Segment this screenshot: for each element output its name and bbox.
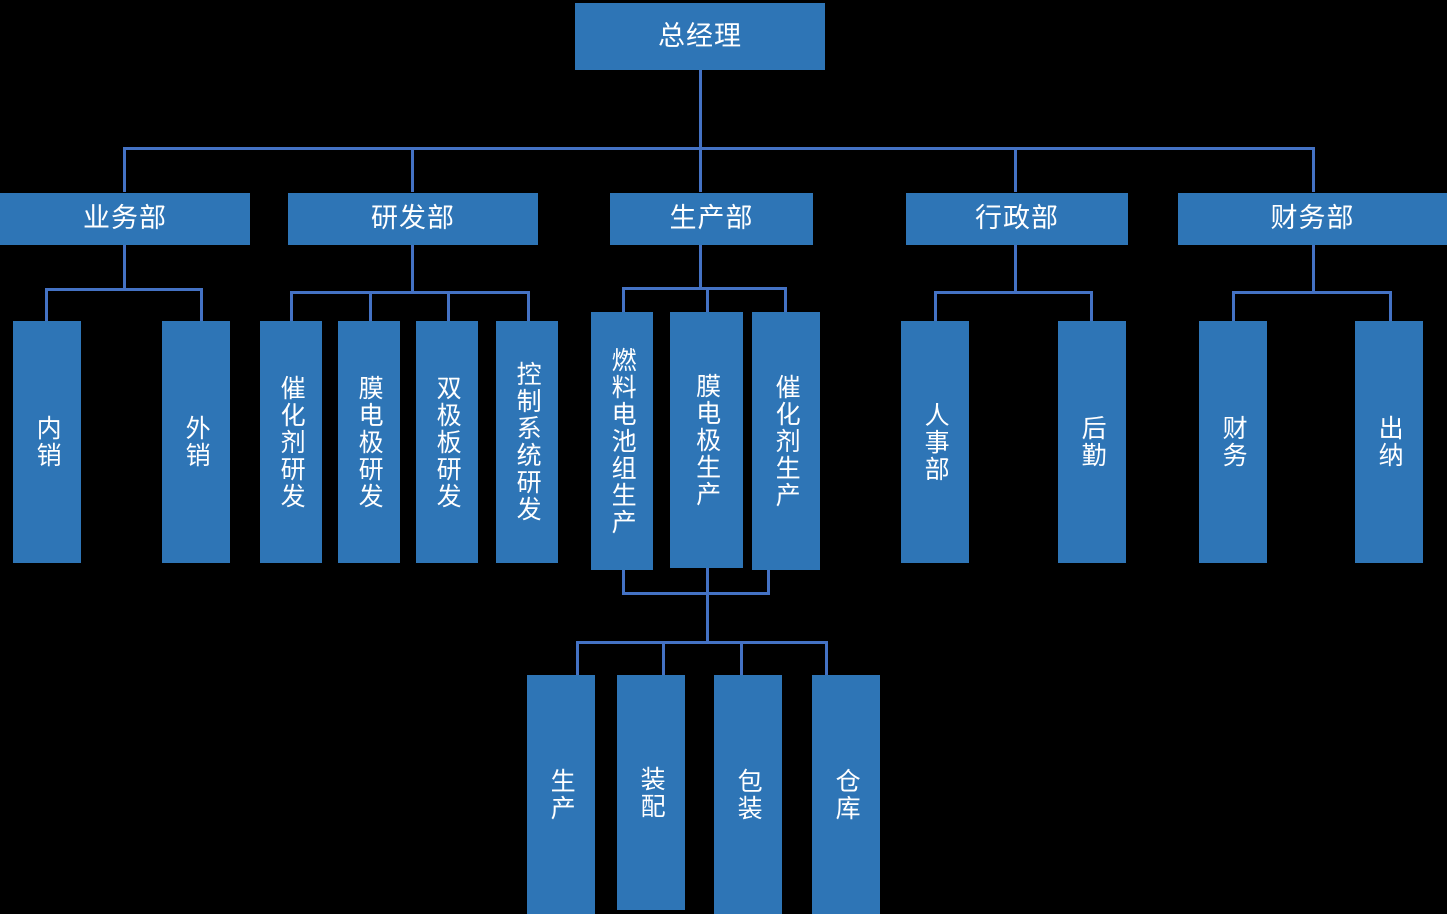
- node-label: 包装: [734, 767, 764, 822]
- connector-production-stem: [699, 245, 702, 290]
- node-label: 出纳: [1375, 415, 1405, 469]
- node-label: 外销: [182, 415, 212, 469]
- connector-merge-up-2: [767, 570, 770, 595]
- connector-root-stem: [699, 70, 702, 149]
- node-department-rd[interactable]: 研发部: [288, 193, 538, 245]
- node-rd-unit-control-system[interactable]: 控制系统研发: [496, 321, 558, 563]
- node-workshop-unit-packaging[interactable]: 包装: [714, 675, 782, 914]
- node-label: 财务部: [1270, 203, 1355, 235]
- node-workshop-unit-warehouse[interactable]: 仓库: [812, 675, 880, 914]
- connector-production-drop-2: [784, 287, 787, 312]
- connector-business-drop-0: [45, 288, 48, 321]
- connector-merge-up-1: [706, 568, 709, 595]
- connector-production-drop-0: [622, 287, 625, 312]
- node-rd-unit-membrane-electrode[interactable]: 膜电极研发: [338, 321, 400, 563]
- connector-merge-bus: [622, 592, 770, 595]
- connector-workshop-drop-2: [740, 641, 743, 678]
- connector-workshop-stem: [706, 592, 709, 644]
- node-general-manager[interactable]: 总经理: [575, 3, 825, 70]
- connector-business-drop-1: [200, 288, 203, 321]
- node-workshop-unit-assembly[interactable]: 装配: [617, 675, 685, 910]
- node-department-admin[interactable]: 行政部: [906, 193, 1128, 245]
- connector-rd-drop-0: [290, 291, 293, 321]
- node-label: 研发部: [371, 203, 455, 235]
- node-label: 催化剂生产: [772, 373, 802, 509]
- node-label: 装配: [637, 765, 667, 820]
- node-label: 行政部: [975, 203, 1059, 235]
- connector-rd-bus: [290, 291, 530, 294]
- node-rd-unit-catalyst[interactable]: 催化剂研发: [260, 321, 322, 563]
- connector-admin-drop-1: [1090, 291, 1093, 321]
- node-label: 燃料电池组生产: [608, 346, 638, 536]
- node-label: 财务: [1219, 415, 1249, 469]
- node-department-production[interactable]: 生产部: [610, 193, 813, 245]
- node-label: 控制系统研发: [513, 361, 543, 523]
- node-label: 业务部: [83, 203, 167, 235]
- node-production-unit-catalyst[interactable]: 催化剂生产: [752, 312, 820, 570]
- node-label: 后勤: [1078, 415, 1108, 469]
- connector-workshop-bus: [576, 641, 828, 644]
- connector-finance-stem: [1312, 245, 1315, 293]
- node-label: 生产部: [669, 203, 754, 235]
- node-production-unit-fuel-cell-stack[interactable]: 燃料电池组生产: [591, 312, 653, 570]
- node-label: 总经理: [658, 20, 742, 52]
- node-production-unit-membrane-electrode[interactable]: 膜电极生产: [670, 312, 743, 568]
- node-admin-unit-logistics[interactable]: 后勤: [1058, 321, 1126, 563]
- connector-rd-drop-2: [447, 291, 450, 321]
- node-label: 双极板研发: [433, 374, 463, 510]
- connector-finance-drop-1: [1389, 291, 1392, 321]
- connector-drop-business: [123, 147, 126, 192]
- connector-production-drop-1: [706, 287, 709, 312]
- node-label: 仓库: [832, 767, 862, 822]
- connector-business-bus: [45, 288, 203, 291]
- connector-drop-admin: [1014, 147, 1017, 192]
- connector-workshop-drop-0: [576, 641, 579, 678]
- node-business-unit-export-sales[interactable]: 外销: [162, 321, 230, 563]
- node-finance-unit-accounting[interactable]: 财务: [1199, 321, 1267, 563]
- connector-finance-drop-0: [1232, 291, 1235, 321]
- connector-workshop-drop-3: [825, 641, 828, 678]
- node-label: 人事部: [921, 401, 951, 483]
- connector-admin-bus: [934, 291, 1093, 294]
- connector-admin-stem: [1014, 245, 1017, 293]
- connector-rd-stem: [411, 245, 414, 293]
- node-finance-unit-cashier[interactable]: 出纳: [1355, 321, 1423, 563]
- connector-workshop-drop-1: [662, 641, 665, 678]
- connector-drop-production: [699, 147, 702, 192]
- connector-drop-rd: [411, 147, 414, 192]
- node-label: 生产: [547, 767, 577, 822]
- connector-merge-up-0: [622, 570, 625, 595]
- connector-production-bus: [622, 287, 787, 290]
- node-department-business[interactable]: 业务部: [0, 193, 250, 245]
- connector-department-bus: [123, 147, 1315, 150]
- node-business-unit-domestic-sales[interactable]: 内销: [13, 321, 81, 563]
- node-label: 膜电极生产: [692, 372, 722, 508]
- connector-rd-drop-3: [527, 291, 530, 321]
- node-label: 膜电极研发: [355, 374, 385, 510]
- connector-admin-drop-0: [934, 291, 937, 321]
- connector-rd-drop-1: [369, 291, 372, 321]
- connector-finance-bus: [1232, 291, 1392, 294]
- node-department-finance[interactable]: 财务部: [1178, 193, 1447, 245]
- connector-drop-finance: [1312, 147, 1315, 192]
- node-workshop-unit-production[interactable]: 生产: [527, 675, 595, 914]
- node-rd-unit-bipolar-plate[interactable]: 双极板研发: [416, 321, 478, 563]
- node-label: 内销: [33, 415, 63, 469]
- connector-business-stem: [123, 245, 126, 290]
- node-admin-unit-hr[interactable]: 人事部: [901, 321, 969, 563]
- node-label: 催化剂研发: [277, 374, 307, 510]
